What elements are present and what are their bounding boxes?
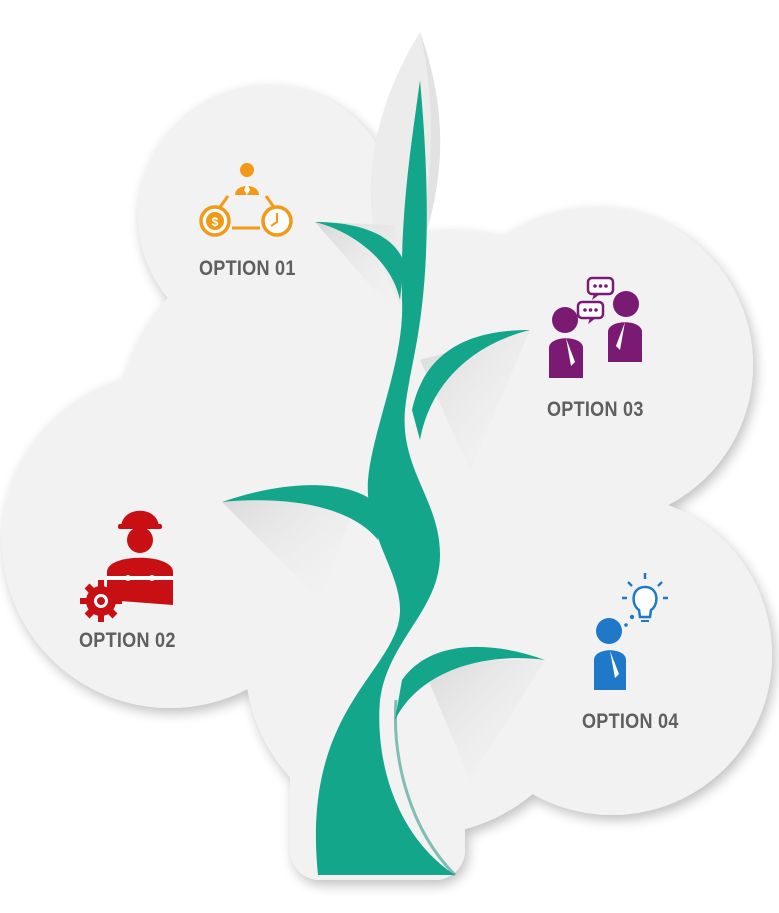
- fold-shadow-4: [420, 660, 545, 780]
- option-01-label: OPTION 01: [199, 257, 296, 280]
- option-03-label: OPTION 03: [547, 398, 644, 421]
- engineer-gear-icon: [80, 510, 173, 622]
- option-04-label: OPTION 04: [582, 710, 679, 733]
- plant-stem: [222, 80, 545, 877]
- two-people-talking-icon: [549, 276, 642, 378]
- fold-shadow-2: [222, 492, 360, 600]
- option-02-label: OPTION 02: [79, 629, 176, 652]
- svg-text:$: $: [212, 215, 219, 229]
- manager-money-time-icon: $: [199, 163, 293, 237]
- person-idea-bulb-icon: [594, 573, 668, 690]
